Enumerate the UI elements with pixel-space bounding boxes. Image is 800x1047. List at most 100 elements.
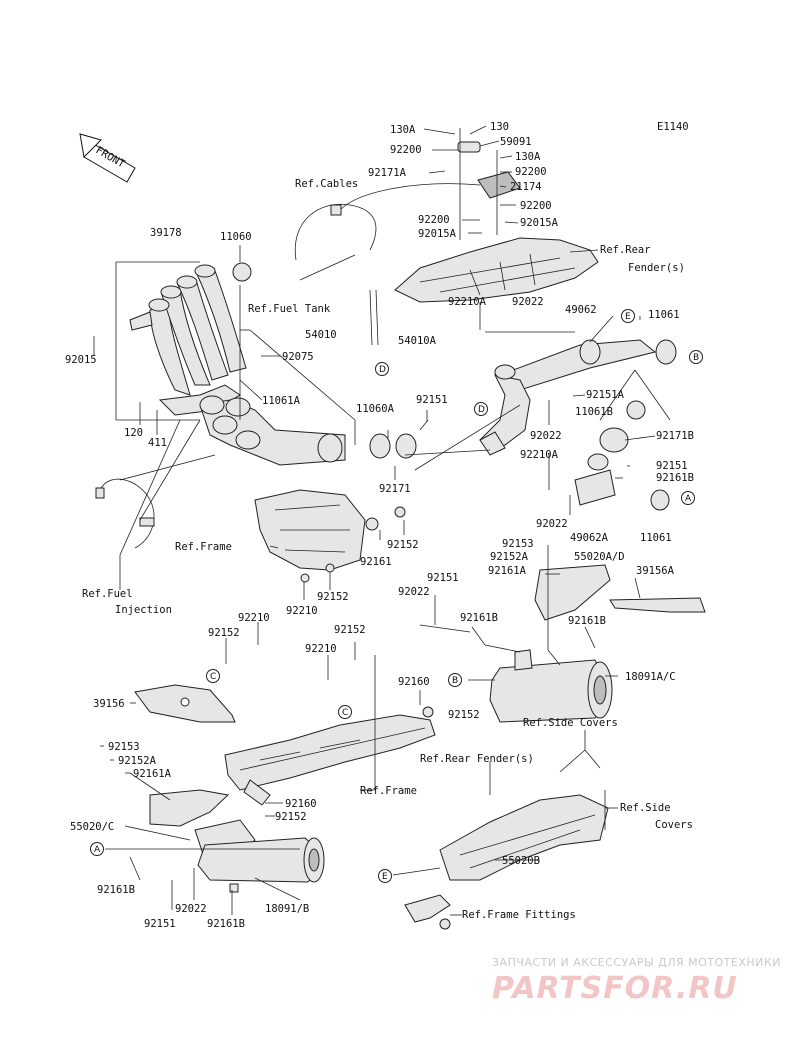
circle-marker-b: B [448, 673, 462, 687]
ref-label: Ref.Frame [360, 785, 417, 797]
part-label: 55020/C [70, 821, 114, 833]
part-label: 92152 [275, 811, 307, 823]
part-label: 92022 [512, 296, 544, 308]
part-label: 11061 [648, 309, 680, 321]
part-label: 92210 [305, 643, 337, 655]
ref-label: Ref.Side [620, 802, 671, 814]
circle-marker-a: A [681, 491, 695, 505]
svg-text:C: C [210, 672, 216, 682]
part-label: 11060A [356, 403, 395, 415]
part-label: 92161B [460, 612, 498, 624]
part-label: 92210 [238, 612, 270, 624]
part-label: 92152 [387, 539, 419, 551]
part-label: 92022 [175, 903, 207, 915]
part-label: 39178 [150, 227, 182, 239]
circle-marker-e: E [378, 869, 392, 883]
part-label: 92161A [133, 768, 172, 780]
diagram-code: E1140 [657, 121, 689, 133]
part-label: 92161B [207, 918, 245, 930]
part-label: 92210 [286, 605, 318, 617]
exhaust-header-pipes [129, 262, 252, 416]
part-label: 92152A [118, 755, 157, 767]
ref-label: Ref.Rear Fender(s) [420, 753, 534, 765]
part-label: 92200 [515, 166, 547, 178]
part-label: 11060 [220, 231, 252, 243]
part-label: 92152 [448, 709, 480, 721]
part-label: 92151 [416, 394, 448, 406]
part-label: 55020B [502, 855, 540, 867]
circle-marker-e: E [621, 309, 635, 323]
part-label: 92161 [360, 556, 392, 568]
part-label: 92075 [282, 351, 314, 363]
circle-marker-a: A [90, 842, 104, 856]
part-label: 92152 [208, 627, 240, 639]
svg-text:E: E [625, 312, 631, 322]
part-label: 411 [148, 437, 167, 449]
circle-marker-c: C [206, 669, 220, 683]
catalyst-collector [199, 395, 429, 466]
part-label: 92161B [97, 884, 135, 896]
front-arrow-icon: FRONT [79, 133, 136, 183]
side-cover-right [439, 794, 609, 881]
circle-markers: D E B D A C C B A E [90, 309, 703, 883]
part-label: 39156 [93, 698, 125, 710]
part-label: 59091 [500, 136, 532, 148]
part-label: 92171A [368, 167, 407, 179]
leader-lines [93, 125, 671, 916]
svg-text:D: D [478, 405, 485, 415]
part-label: 130A [515, 151, 541, 163]
part-label: 92161B [568, 615, 606, 627]
svg-text:B: B [452, 676, 458, 686]
svg-text:D: D [379, 365, 386, 375]
watermark-logo: PARTSFOR.RU [492, 971, 738, 1006]
part-label: 92200 [390, 144, 422, 156]
ref-label: Ref.Frame Fittings [462, 909, 576, 921]
part-label: 92015 [65, 354, 97, 366]
part-label: 92210A [448, 296, 487, 308]
part-label: 92015A [520, 217, 559, 229]
exhaust-valve [574, 427, 670, 511]
part-label: 18091A/C [625, 671, 676, 683]
part-label: 92151 [427, 572, 459, 584]
muffler-right [422, 649, 613, 723]
circle-marker-c: C [338, 705, 352, 719]
ref-label: Injection [115, 604, 172, 616]
part-label: 92161A [488, 565, 527, 577]
frame-section-lower [224, 714, 436, 806]
circle-marker-d: D [474, 402, 488, 416]
ref-label: Ref.Rear [600, 244, 651, 256]
part-label: 54010A [398, 335, 437, 347]
part-label: 92160 [285, 798, 317, 810]
part-label: 130A [390, 124, 416, 136]
svg-text:A: A [94, 845, 101, 855]
part-label: 92200 [520, 200, 552, 212]
part-label: 92151 [144, 918, 176, 930]
muffler-left [197, 837, 325, 893]
heat-shield-left [134, 684, 236, 723]
part-label: 49062 [565, 304, 597, 316]
part-label: 11061B [575, 406, 613, 418]
muffler-cover-right [534, 564, 706, 621]
part-label: 18091/B [265, 903, 309, 915]
part-label: 92161B [656, 472, 694, 484]
part-label: 92015A [418, 228, 457, 240]
svg-text:C: C [342, 708, 348, 718]
part-label: 92153 [108, 741, 140, 753]
part-label: 92210A [520, 449, 559, 461]
link-pipe [479, 339, 677, 456]
part-labels: 130A 130 59091 92200 130A 92171A 92200 R… [65, 121, 694, 930]
part-label: 39156A [636, 565, 675, 577]
watermark-tagline: ЗАПЧАСТИ И АКСЕССУАРЫ ДЛЯ МОТОТЕХНИКИ [492, 956, 781, 969]
part-label: 11061A [262, 395, 301, 407]
ref-label: Fender(s) [628, 262, 685, 274]
part-label: 11061 [640, 532, 672, 544]
ref-label: Covers [655, 819, 693, 831]
ref-label: Ref.Frame [175, 541, 232, 553]
circle-marker-d: D [375, 362, 389, 376]
part-label: 92171B [656, 430, 694, 442]
part-label: 54010 [305, 329, 337, 341]
part-label: 92160 [398, 676, 430, 688]
svg-text:A: A [685, 494, 692, 504]
o2-sensor-wire [95, 454, 216, 549]
cables-illustration [294, 183, 481, 346]
